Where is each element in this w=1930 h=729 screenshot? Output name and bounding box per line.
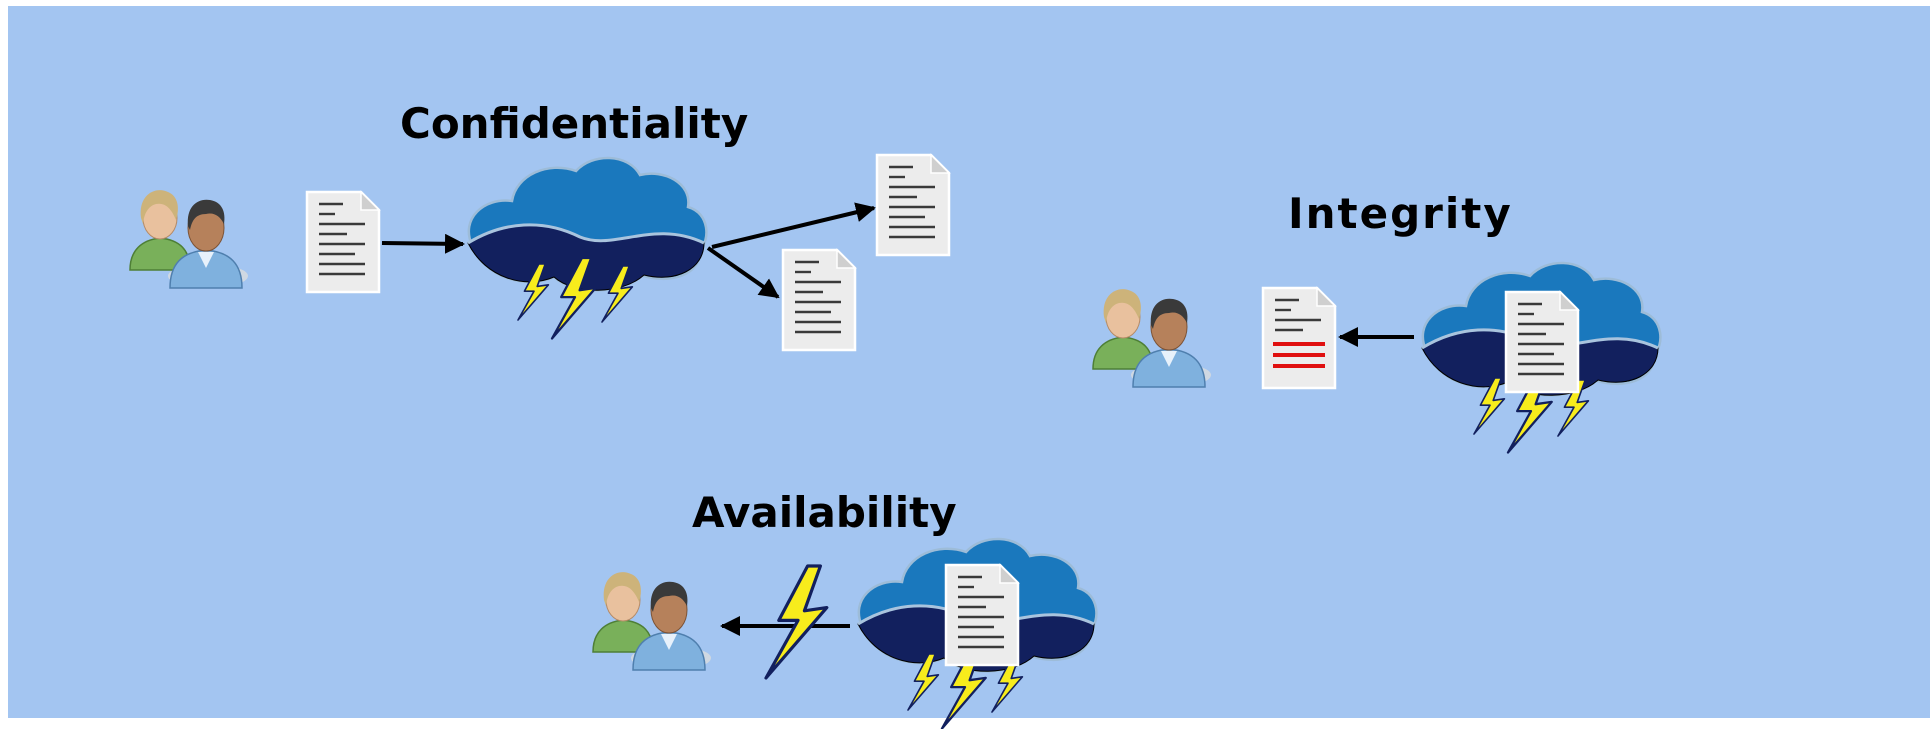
tampered-document-icon <box>1261 286 1337 390</box>
availability-group: Availability <box>592 488 1098 729</box>
arrow-icon <box>381 233 465 254</box>
integrity-title: Integrity <box>1288 189 1513 238</box>
arrow-icon <box>706 246 780 299</box>
arrow-icon <box>711 202 876 249</box>
document-icon <box>875 153 951 257</box>
confidentiality-title: Confidentiality <box>400 99 748 148</box>
document-icon <box>305 190 381 294</box>
document-icon <box>781 248 857 352</box>
document-icon <box>1504 290 1580 394</box>
confidentiality-group: Confidentiality <box>129 99 951 352</box>
integrity-group: Integrity <box>1092 189 1662 453</box>
document-icon <box>944 563 1020 667</box>
availability-title: Availability <box>692 488 957 537</box>
